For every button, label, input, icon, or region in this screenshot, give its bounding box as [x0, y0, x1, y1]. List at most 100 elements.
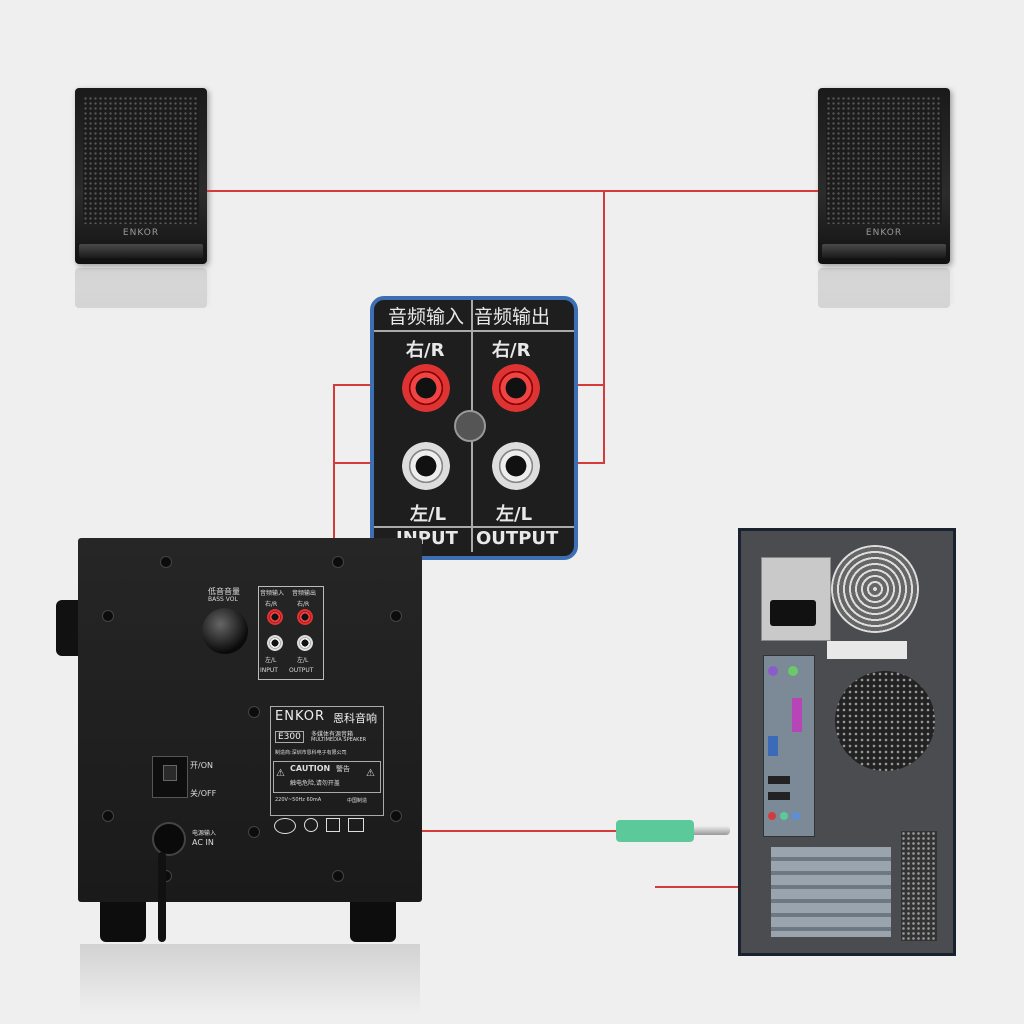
mini-r-input: 右/R: [265, 601, 278, 608]
speaker-brand: ENKOR: [865, 228, 903, 238]
bass-volume-knob[interactable]: [202, 608, 248, 654]
jack-panel-callout: 音频输入 音频输出 右/R 右/R 左/L 左/L INPUT OUTPUT: [370, 296, 578, 560]
brand-logo: ENKOR: [275, 709, 326, 724]
switch-on-label: 开/ON: [190, 761, 213, 770]
rating-label: ENKOR 恩科音响 E300 多媒体有源音箱 MULTIMEDIA SPEAK…: [270, 706, 384, 816]
mini-header-input: 音频输入: [260, 590, 285, 597]
audio-out-port: [780, 812, 788, 820]
switch-off-label: 关/OFF: [190, 789, 217, 798]
power-switch[interactable]: [152, 756, 188, 798]
wire-input-l: [333, 462, 401, 464]
ccc-icon: [274, 818, 296, 834]
caution-cn: 警告: [336, 765, 350, 773]
expansion-slots: [771, 847, 891, 937]
model-desc-cn: 多媒体有源音箱: [311, 731, 354, 738]
panel-screw: [454, 410, 486, 442]
input-r-jack: [402, 364, 450, 412]
power-cord: [158, 852, 166, 942]
barcode-sticker: [827, 641, 907, 659]
power-rating: 220V~50Hz 60mA: [275, 797, 322, 803]
speaker-grille: [83, 96, 199, 224]
side-knob: [56, 600, 80, 656]
label-right-input: 右/R: [406, 340, 445, 361]
ps2-port: [788, 666, 798, 676]
mic-port: [792, 812, 800, 820]
double-insulation-icon: [326, 818, 340, 832]
mini-l-input: 左/L: [265, 657, 277, 664]
footer-output: OUTPUT: [476, 528, 559, 549]
parallel-port: [792, 698, 802, 732]
psu-plate: [761, 557, 831, 641]
caution-box: ⚠ CAUTION 警告 触电危险,请勿开盖 ⚠: [273, 761, 381, 793]
panel-header-divider: [374, 330, 574, 332]
subwoofer-foot: [100, 902, 146, 942]
screw: [390, 610, 402, 622]
audio-plug: [616, 820, 694, 842]
left-speaker-reflection: [75, 268, 207, 308]
warning-icon: ⚠: [366, 768, 375, 779]
certification-icons: [274, 818, 364, 834]
maker-text: 制造商:深圳市恩科电子有限公司: [275, 750, 347, 756]
right-speaker-reflection: [818, 268, 950, 308]
psu-power-socket: [770, 600, 816, 626]
ac-power-cord-inlet: [152, 822, 186, 856]
screw: [332, 870, 344, 882]
mini-input-l-jack[interactable]: [267, 635, 283, 651]
caution-text: CAUTION: [290, 764, 331, 773]
screw: [248, 826, 260, 838]
vent-grille: [901, 831, 937, 941]
subwoofer-rear: 低音音量 BASS VOL 音频输入 音频输出 右/R 右/R 左/L 左/L …: [78, 538, 422, 902]
screw: [102, 610, 114, 622]
case-fan-grille: [835, 671, 935, 771]
mini-output-l-jack[interactable]: [297, 635, 313, 651]
origin-text: 中国制造: [347, 798, 368, 804]
screw: [332, 556, 344, 568]
mini-jack-panel: 音频输入 音频输出 右/R 右/R 左/L 左/L INPUT OUTPUT: [258, 586, 324, 680]
rocker: [163, 765, 177, 781]
label-right-output: 右/R: [492, 340, 531, 361]
indoor-use-icon: [348, 818, 364, 832]
screw: [390, 810, 402, 822]
cert-icon: [304, 818, 318, 832]
model-desc-en: MULTIMEDIA SPEAKER: [311, 737, 367, 743]
subwoofer-foot: [350, 902, 396, 942]
model-number: E300: [275, 731, 304, 743]
warning-icon: ⚠: [276, 768, 285, 779]
left-speaker: ENKOR: [75, 88, 207, 264]
wire-to-plug: [333, 830, 618, 832]
caution-detail: 触电危险,请勿开盖: [290, 780, 340, 787]
speaker-brand: ENKOR: [122, 228, 160, 238]
wire-vertical-right: [603, 190, 605, 464]
label-left-output: 左/L: [496, 504, 533, 525]
screw: [102, 810, 114, 822]
psu-fan-grille: [831, 545, 919, 633]
wire-input-r: [333, 384, 401, 386]
audio-in-port: [768, 812, 776, 820]
input-l-jack: [402, 442, 450, 490]
output-l-jack: [492, 442, 540, 490]
mini-l-output: 左/L: [297, 657, 309, 664]
io-shield: [763, 655, 815, 837]
ac-in-label: AC IN: [192, 838, 214, 847]
panel-header-input: 音频输入: [388, 306, 465, 328]
subwoofer-reflection: [80, 944, 420, 1014]
wire-to-pc: [655, 886, 783, 888]
mini-input: INPUT: [260, 667, 278, 674]
mini-header-output: 音频输出: [292, 590, 317, 597]
speaker-base: [822, 244, 946, 258]
plug-tip: [694, 826, 730, 835]
ac-in-cn: 电源输入: [192, 830, 217, 837]
right-speaker: ENKOR: [818, 88, 950, 264]
mini-input-r-jack[interactable]: [267, 609, 283, 625]
mini-output-r-jack[interactable]: [297, 609, 313, 625]
label-left-input: 左/L: [410, 504, 447, 525]
knob-label-en: BASS VOL: [208, 596, 238, 603]
ps2-port: [768, 666, 778, 676]
usb-port: [768, 792, 790, 800]
speaker-grille: [826, 96, 942, 224]
brand-cn: 恩科音响: [333, 712, 377, 725]
mini-r-output: 右/R: [297, 601, 310, 608]
screw: [248, 706, 260, 718]
knob-label-cn: 低音音量: [208, 587, 240, 596]
screw: [160, 556, 172, 568]
